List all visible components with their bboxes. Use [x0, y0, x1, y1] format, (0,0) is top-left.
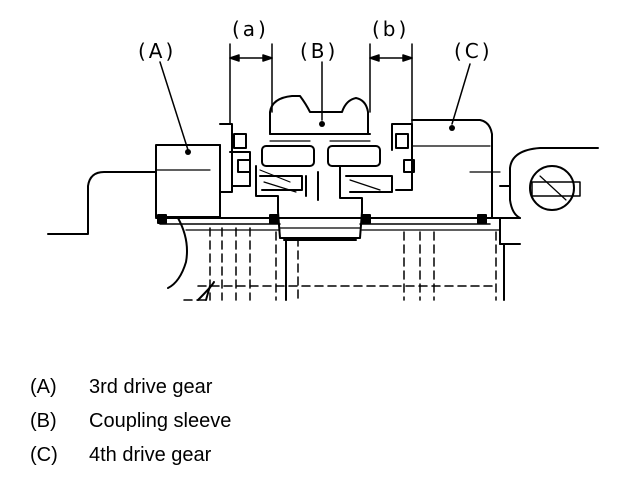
synchro-hub — [277, 211, 363, 241]
gear-a-body — [155, 123, 251, 218]
legend-text: Coupling sleeve — [89, 410, 232, 432]
dimension-b — [369, 43, 413, 125]
legend-letter: (A) — [30, 376, 57, 398]
leader-lines — [159, 61, 471, 151]
legend-text: 3rd drive gear — [89, 376, 213, 398]
leader-dots — [185, 121, 455, 155]
callout-sleeve-b: (B) — [300, 39, 338, 63]
dimension-a — [229, 43, 273, 125]
callout-a-dimension: (a) — [232, 17, 269, 41]
hidden-lines — [183, 227, 497, 301]
right-housing — [491, 147, 599, 245]
callout-gear-c: (C) — [454, 39, 493, 63]
legend-letter: (C) — [30, 444, 58, 466]
shaft-edges — [285, 239, 505, 301]
legend-text: 4th drive gear — [89, 444, 212, 466]
gear-c-body — [391, 119, 501, 219]
coupling-sleeve — [255, 95, 393, 213]
legend-letter: (B) — [30, 410, 57, 432]
callout-gear-a: (A) — [138, 39, 176, 63]
left-housing — [47, 171, 215, 301]
callout-b-dimension: (b) — [372, 17, 409, 41]
